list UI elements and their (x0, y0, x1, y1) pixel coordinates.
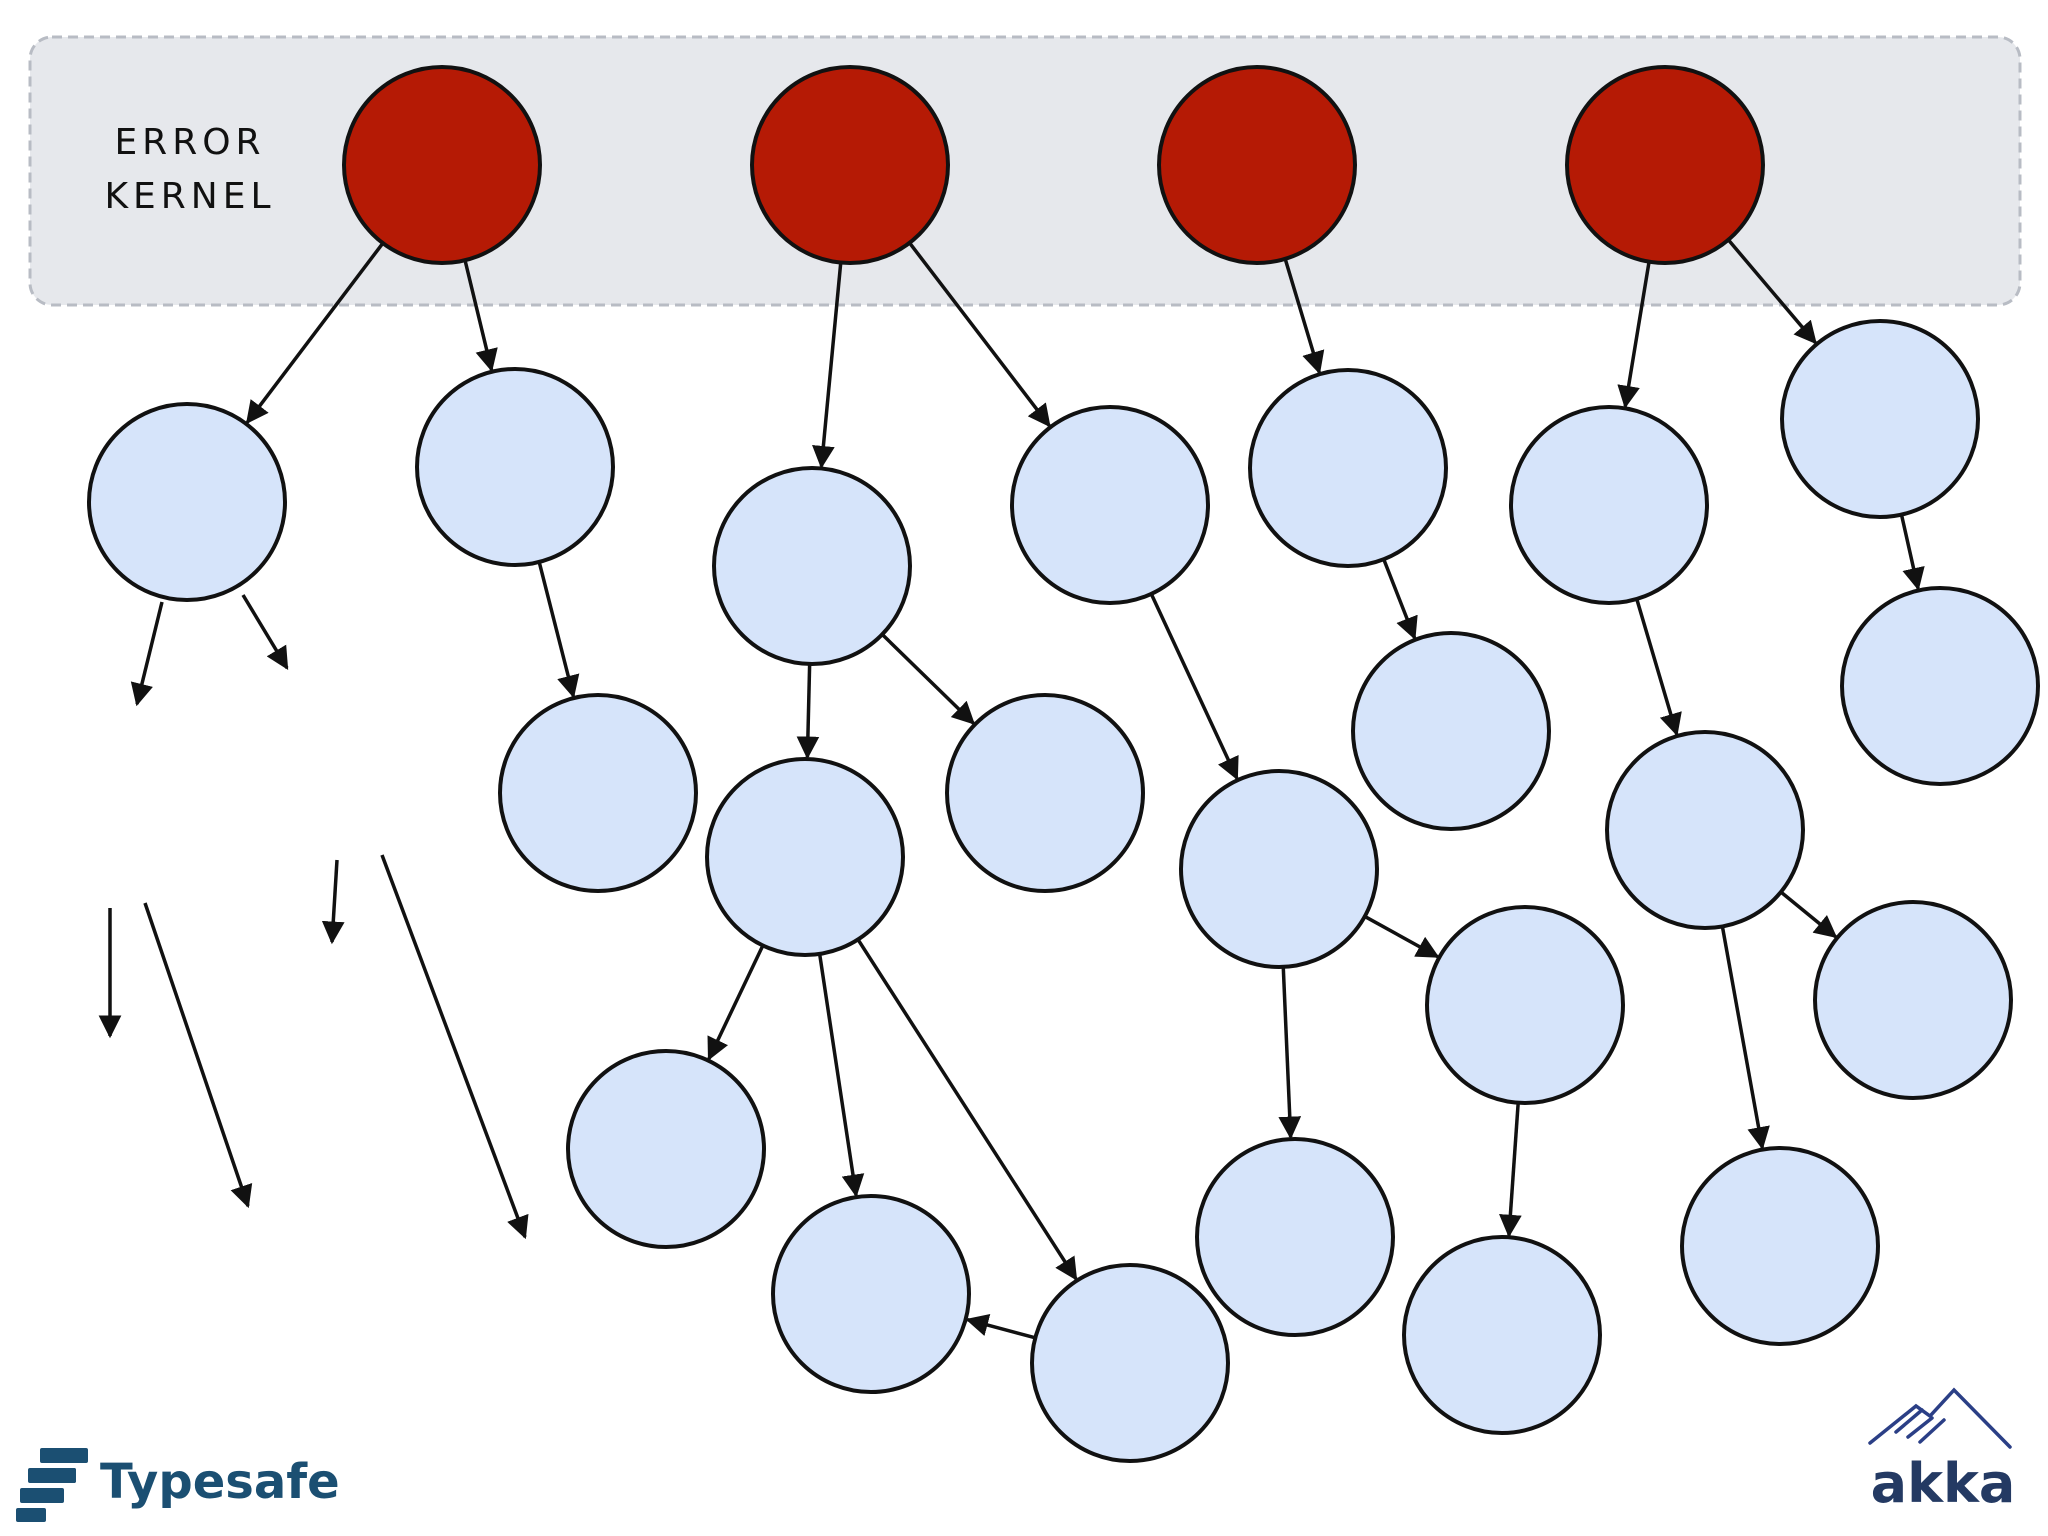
child-actor-j (1010, 405, 1210, 605)
loose-arrow-6 (380, 854, 529, 1240)
typesafe-mark-icon (16, 1448, 88, 1522)
child-actor-r (1813, 900, 2013, 1100)
edge-b-c (537, 561, 580, 699)
loose-arrow-1 (130, 601, 164, 707)
edge-s2-j (908, 241, 1051, 428)
edge-p-q (1635, 598, 1682, 737)
error-kernel-label-line2: KERNEL (104, 176, 275, 217)
child-actor-q (1605, 730, 1805, 930)
child-actor-s (1680, 1146, 1880, 1346)
child-actor-e (705, 757, 905, 957)
child-actor-o (1351, 631, 1551, 831)
edge-l-v (1499, 1102, 1522, 1238)
loose-arrow-4 (143, 902, 253, 1209)
typesafe-wordmark: Typesafe (100, 1454, 340, 1510)
child-actor-i (1030, 1263, 1230, 1463)
edge-s4-p (1617, 261, 1651, 409)
akka-mountain-icon (1868, 1387, 2012, 1449)
child-actor-u (1840, 586, 2040, 786)
child-actor-k (1179, 769, 1379, 969)
edge-e-g (707, 944, 765, 1061)
edge-e-h (817, 953, 865, 1198)
supervisor-actor-s3 (1157, 65, 1357, 265)
loose-arrows (98, 594, 529, 1240)
supervision-edges (245, 238, 1925, 1340)
child-actor-f (945, 693, 1145, 893)
edge-e-i (856, 938, 1078, 1281)
child-actor-b (415, 367, 615, 567)
edge-k-l (1363, 914, 1440, 959)
child-actor-n (1248, 368, 1448, 568)
child-actor-h (771, 1194, 971, 1394)
child-actor-t (1780, 319, 1980, 519)
child-actor-m (1195, 1137, 1395, 1337)
edge-k-m (1278, 966, 1302, 1140)
edge-q-s (1720, 926, 1770, 1150)
child-actor-d (712, 466, 912, 666)
edge-j-k (1149, 593, 1239, 781)
child-actor-p (1509, 405, 1709, 605)
edge-i-h (965, 1314, 1036, 1340)
akka-wordmark: akka (1871, 1452, 2016, 1515)
child-actor-g (566, 1049, 766, 1249)
akka-logo: akka (1868, 1387, 2016, 1515)
child-actor-v (1402, 1235, 1602, 1435)
supervisor-actor-s4 (1565, 65, 1765, 265)
supervisor-actor-s2 (750, 65, 950, 265)
edge-s1-a (245, 242, 385, 425)
supervisor-actor-s1 (342, 65, 542, 265)
edge-s1-b (463, 259, 498, 373)
edge-d-f (880, 633, 976, 725)
child-actor-a (87, 402, 287, 602)
error-kernel-label-line1: ERROR (114, 122, 265, 163)
child-actor-l (1425, 905, 1625, 1105)
actor-nodes (87, 65, 2040, 1463)
edge-s4-t (1726, 238, 1817, 345)
edge-d-e (796, 663, 820, 760)
edge-s2-d (812, 262, 843, 469)
edge-t-u (1899, 514, 1925, 591)
typesafe-logo: Typesafe (16, 1448, 340, 1522)
loose-arrow-5 (321, 859, 345, 945)
edge-s3-n (1283, 258, 1325, 375)
loose-arrow-2 (241, 594, 289, 670)
edge-q-r (1779, 890, 1838, 939)
error-kernel-box (28, 35, 2022, 307)
edge-n-o (1382, 558, 1418, 641)
child-actor-c (498, 693, 698, 893)
